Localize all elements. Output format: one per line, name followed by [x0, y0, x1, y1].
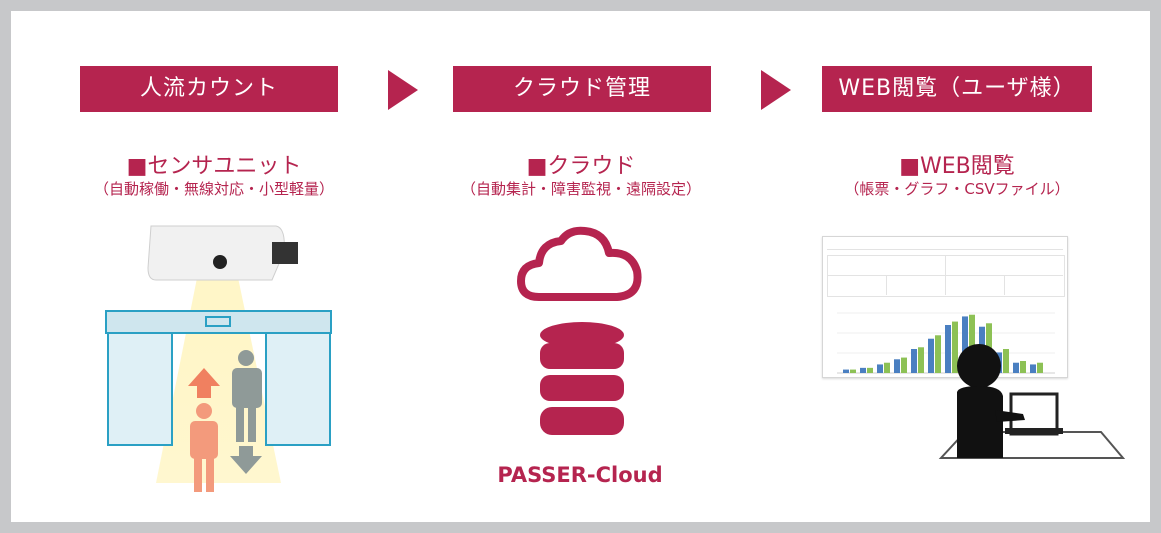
- column-subtitle-web: （帳票・グラフ・CSVファイル）: [844, 180, 1070, 198]
- report-bar: [894, 359, 900, 373]
- stage-bar-people-count: 人流カウント: [80, 66, 338, 112]
- cloud-icon: [517, 226, 642, 301]
- report-bar: [928, 338, 934, 373]
- report-bar: [1037, 362, 1043, 373]
- report-bar: [1020, 361, 1026, 373]
- column-title-cloud: ■クラウド: [526, 154, 636, 179]
- column-subtitle-cloud: （自動集計・障害監視・遠隔設定）: [460, 180, 701, 198]
- column-title-web: ■WEB閲覧: [899, 154, 1015, 179]
- report-bar: [1003, 349, 1009, 373]
- column-title-sensor: ■センサユニット: [126, 154, 302, 179]
- web-report-icon: [822, 236, 1068, 378]
- report-bar: [843, 369, 849, 373]
- report-bar: [1030, 364, 1036, 373]
- report-bar: [935, 335, 941, 373]
- report-bar: [860, 367, 866, 373]
- report-bar: [969, 314, 975, 373]
- report-bar: [884, 362, 890, 373]
- cloud-service-label: PASSER-Cloud: [497, 463, 663, 487]
- flow-arrow-icon: [388, 70, 418, 110]
- report-bar: [945, 325, 951, 373]
- flow-arrow-icon: [761, 70, 791, 110]
- sensor-unit-icon: [105, 225, 332, 492]
- user-at-computer-icon: [938, 344, 1126, 459]
- report-bar: [901, 357, 907, 373]
- report-bar: [1013, 362, 1019, 373]
- report-bar: [952, 321, 958, 373]
- database-icon: [540, 322, 624, 435]
- stage-bar-web-view: WEB閲覧（ユーザ様）: [822, 66, 1092, 112]
- report-bar: [911, 349, 917, 373]
- report-bar: [962, 316, 968, 373]
- stage-bar-cloud-management: クラウド管理: [453, 66, 711, 112]
- report-bar: [867, 367, 873, 373]
- report-bar: [877, 364, 883, 373]
- report-bar: [918, 347, 924, 373]
- column-subtitle-sensor: （自動稼働・無線対応・小型軽量）: [93, 180, 334, 198]
- report-bar: [850, 369, 856, 373]
